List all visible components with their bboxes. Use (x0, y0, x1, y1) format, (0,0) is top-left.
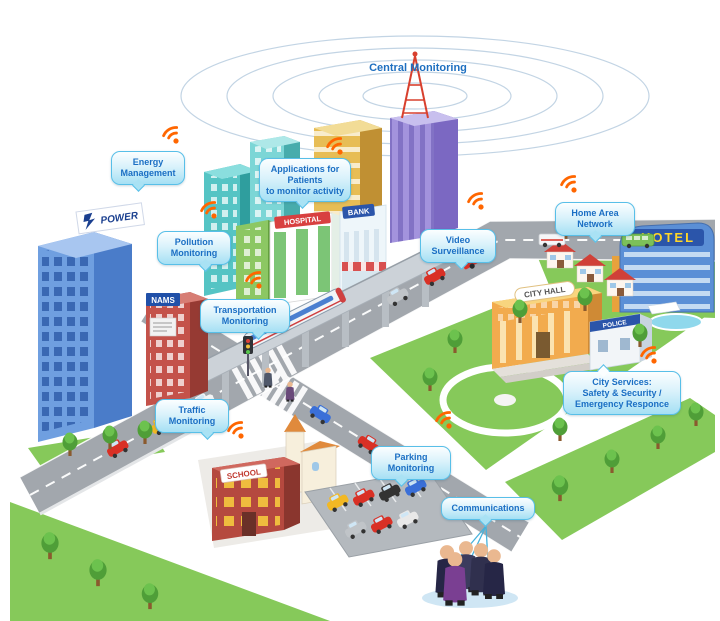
city-hall-sign: CITY HALL (514, 281, 575, 303)
callout-central-monitoring: Central Monitoring (369, 62, 467, 74)
callout-home-area-network: Home Area Network (555, 202, 635, 243)
callout-traffic-monitoring: Traffic Monitoring (155, 399, 229, 440)
purple-tower (390, 111, 458, 243)
callout-video-surveillance: Video Surveillance (420, 229, 496, 270)
nams-sign-label: NAMS (151, 296, 175, 305)
callout-pollution-monitoring-label: Pollution Monitoring (170, 237, 218, 258)
callout-city-services: City Services: Safety & Security / Emerg… (563, 364, 681, 416)
antenna-tower (401, 51, 429, 119)
callout-communications-label: Communications (451, 503, 525, 513)
hospital-sign-label: HOSPITAL (283, 214, 322, 227)
wifi-icon (558, 173, 584, 198)
power-building: POWER (38, 202, 145, 442)
callout-pollution-monitoring: Pollution Monitoring (157, 231, 231, 272)
wifi-icon (225, 419, 251, 444)
school-building: SCHOOL (212, 457, 300, 541)
callout-traffic-monitoring-label: Traffic Monitoring (168, 405, 216, 426)
callout-applications-patients-label: Applications for Patients to monitor act… (265, 164, 344, 196)
callout-city-services-label: City Services: Safety & Security / Emerg… (574, 377, 670, 409)
hotel-canopy (647, 301, 681, 315)
van (538, 233, 566, 248)
nams-building: NAMS (146, 292, 208, 406)
bank-sign-label: BANK (347, 206, 370, 217)
wifi-icon (465, 190, 491, 215)
bus (621, 233, 655, 249)
callout-energy-management: Energy Management (111, 151, 185, 192)
callout-transportation-monitoring: Transportation Monitoring (200, 299, 290, 340)
callout-transportation-monitoring-label: Transportation Monitoring (213, 305, 277, 326)
hotel-pool (649, 313, 703, 331)
power-sign: POWER (75, 202, 145, 235)
callout-parking-monitoring-label: Parking Monitoring (387, 452, 435, 473)
callout-parking-monitoring: Parking Monitoring (371, 446, 451, 487)
lightning-icon (83, 212, 96, 230)
city-hall-building: CITY HALL (492, 281, 602, 383)
callout-home-area-network-label: Home Area Network (571, 208, 619, 229)
police-sign-label: POLICE (602, 319, 628, 330)
power-sign-label: POWER (100, 210, 140, 226)
traffic-light (243, 336, 253, 376)
callout-energy-management-label: Energy Management (120, 157, 176, 178)
wifi-icon (160, 124, 186, 149)
callout-applications-patients: Applications for Patients to monitor act… (259, 158, 351, 210)
callout-communications: Communications (441, 497, 535, 527)
callout-video-surveillance-label: Video Surveillance (431, 235, 485, 256)
